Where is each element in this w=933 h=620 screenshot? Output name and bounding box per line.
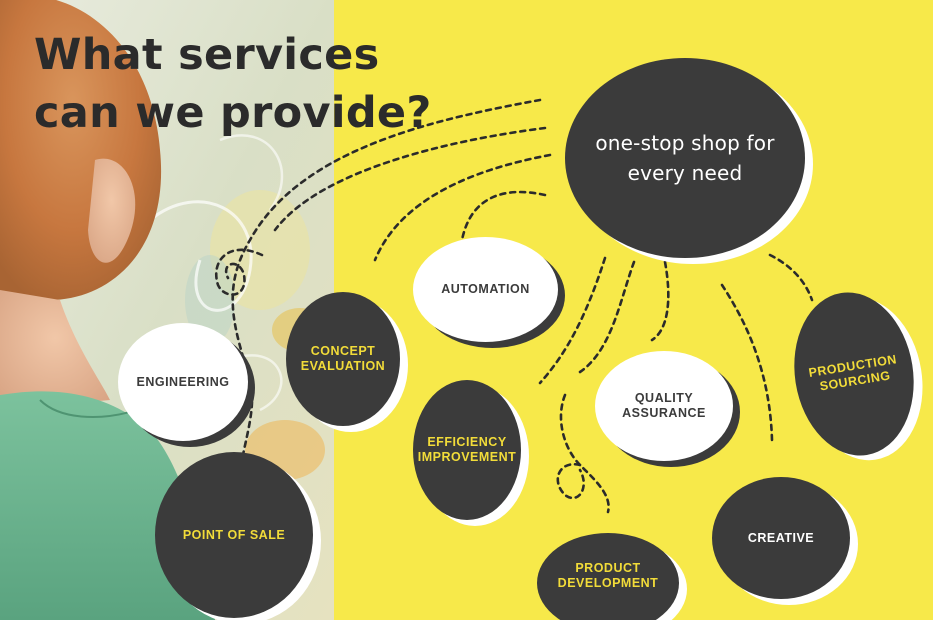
- service-quality-assurance: QUALITY ASSURANCE: [595, 351, 733, 461]
- service-concept-evaluation: CONCEPT EVALUATION: [286, 292, 400, 426]
- service-efficiency-improvement: EFFICIENCY IMPROVEMENT: [413, 380, 521, 520]
- service-automation: AUTOMATION: [413, 237, 558, 342]
- photo-panel: [0, 0, 334, 620]
- service-product-development: PRODUCT DEVELOPMENT: [537, 533, 679, 620]
- service-point-of-sale: POINT OF SALE: [155, 452, 313, 618]
- page-title: What services can we provide?: [34, 30, 432, 138]
- service-creative: CREATIVE: [712, 477, 850, 599]
- service-engineering: ENGINEERING: [118, 323, 248, 441]
- connector-lines: [215, 98, 814, 514]
- hub-bubble: one-stop shop for every need: [565, 58, 805, 258]
